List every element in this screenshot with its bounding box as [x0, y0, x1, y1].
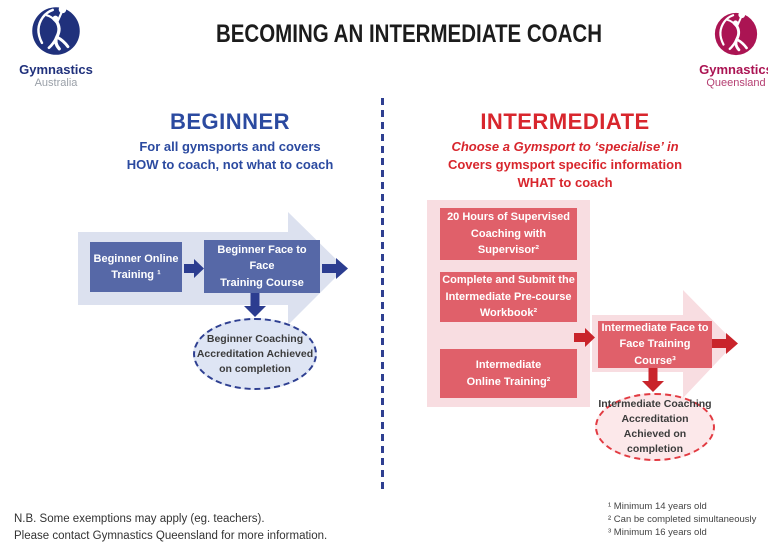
intermediate-workbook-box: Complete and Submit the Intermediate Pre…	[440, 272, 577, 322]
intermediate-supervised-line1: 20 Hours of Supervised	[447, 211, 570, 224]
beginner-online-training-box: Beginner Online Training ¹	[90, 242, 182, 292]
intermediate-accreditation-ellipse: Intermediate Coaching Accreditation Achi…	[595, 393, 715, 461]
gymnastics-queensland-gymnast-icon	[714, 11, 758, 56]
logo-left-name: Gymnastics	[19, 62, 93, 77]
beginner-face-to-face-box: Beginner Face to Face Training Course	[204, 240, 320, 293]
intermediate-face-line2: Face Training Course³	[619, 338, 691, 367]
beginner-arrow-down-icon	[244, 293, 266, 317]
beginner-heading: BEGINNER	[169, 109, 291, 134]
intermediate-subtitle-line3: WHAT to coach	[517, 175, 613, 190]
intermediate-arrow-right-icon	[712, 333, 738, 354]
beginner-accreditation-ellipse: Beginner Coaching Accreditation Achieved…	[193, 318, 317, 390]
beginner-outcome-line1: Beginner Coaching	[206, 332, 304, 345]
intermediate-outcome-line3: completion	[626, 443, 683, 455]
intermediate-online-line1: Intermediate	[475, 359, 542, 371]
footnote-3: ³ Minimum 16 years old	[608, 527, 707, 538]
intermediate-arrow-down-icon	[642, 368, 664, 392]
logo-right-name: Gymnastics	[699, 62, 768, 77]
intermediate-online-line2: Online Training²	[466, 375, 551, 388]
intermediate-section-header: INTERMEDIATE Choose a Gymsport to ‘speci…	[400, 110, 730, 192]
intermediate-heading: INTERMEDIATE	[480, 109, 650, 134]
gymnastics-queensland-logo: Gymnastics Queensland	[694, 10, 768, 89]
intermediate-subtitle-line1: Choose a Gymsport to ‘specialise’ in	[451, 139, 679, 154]
intermediate-arrow-between-icon	[574, 328, 595, 347]
beginner-face-line1: Beginner Face to Face	[217, 243, 307, 273]
logo-right-region: Queensland	[706, 77, 766, 89]
footnote-2: ² Can be completed simultaneously	[608, 514, 757, 525]
beginner-subtitle-line1: For all gymsports and covers	[139, 139, 321, 154]
intermediate-workbook-line3: Workbook²	[479, 307, 538, 320]
beginner-outcome-line3: on completion	[219, 362, 291, 375]
beginner-arrow-right-icon	[322, 258, 348, 279]
section-divider-dashed-line	[381, 98, 384, 492]
page-title: BECOMING AN INTERMEDIATE COACH	[215, 20, 603, 48]
beginner-outcome-line2: Accreditation Achieved	[196, 347, 314, 360]
nb-line1: N.B. Some exemptions may apply (eg. teac…	[14, 513, 265, 525]
nb-note: N.B. Some exemptions may apply (eg. teac…	[14, 511, 327, 545]
gymnastics-australia-gymnast-icon	[32, 5, 80, 55]
gymnastics-australia-logo: Gymnastics Australia	[11, 4, 101, 89]
beginner-subtitle-line2: HOW to coach, not what to coach	[126, 157, 334, 172]
intermediate-workbook-line2: Intermediate Pre-course	[445, 290, 572, 303]
beginner-section-header: BEGINNER For all gymsports and covers HO…	[60, 110, 400, 174]
intermediate-supervised-line2: Coaching with Supervisor²	[470, 227, 547, 257]
beginner-online-line1: Beginner Online	[93, 252, 179, 265]
intermediate-online-training-box: Intermediate Online Training²	[440, 349, 577, 398]
intermediate-workbook-line1: Complete and Submit the	[442, 274, 575, 287]
intermediate-supervised-coaching-box: 20 Hours of Supervised Coaching with Sup…	[440, 208, 577, 260]
intermediate-outcome-line2: Accreditation Achieved on	[621, 413, 689, 440]
intermediate-outcome-line1: Intermediate Coaching	[598, 398, 712, 410]
footnotes: ¹ Minimum 14 years old ² Can be complete…	[608, 500, 756, 539]
beginner-arrow-between-boxes-icon	[184, 259, 204, 278]
footnote-1: ¹ Minimum 14 years old	[608, 501, 707, 512]
logo-left-region: Australia	[34, 77, 78, 89]
intermediate-face-line1: Intermediate Face to	[601, 321, 709, 334]
nb-line2: Please contact Gymnastics Queensland for…	[14, 530, 328, 542]
intermediate-subtitle-line2: Covers gymsport specific information	[447, 157, 683, 172]
beginner-face-line2: Training Course	[220, 276, 304, 289]
beginner-online-line2: Training ¹	[111, 269, 161, 281]
intermediate-face-to-face-box: Intermediate Face to Face Training Cours…	[598, 321, 712, 368]
